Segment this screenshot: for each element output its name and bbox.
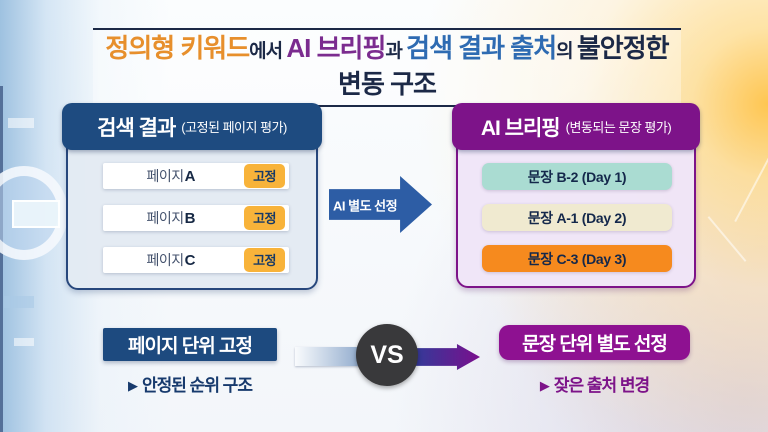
sentence-row-day3: 문장 C-3 (Day 3) — [482, 245, 672, 272]
page-letter: C — [184, 251, 196, 269]
background-lens-circle-decoration — [0, 166, 68, 260]
sentence-row-day1: 문장 B-2 (Day 1) — [482, 163, 672, 190]
title-segment-unstable-structure: 불안정한 변동 구조 — [338, 33, 670, 99]
title-segment-particle: 과 — [385, 41, 407, 62]
page-label: 페이지 — [146, 168, 185, 184]
ai-briefing-subtitle: (변동되는 문장 평가) — [565, 120, 672, 135]
background-pixel-chip — [8, 118, 34, 128]
background-circuit-trace — [734, 153, 768, 223]
triangle-bullet-icon: ▶ — [128, 378, 138, 393]
background-pixel-chip — [14, 338, 34, 346]
fixed-badge: 고정 — [244, 206, 285, 230]
page-label: 페이지 — [146, 252, 185, 268]
search-results-title: 검색 결과 — [97, 116, 176, 140]
ai-briefing-panel: AI 브리핑 (변동되는 문장 평가) 문장 B-2 (Day 1) 문장 A-… — [452, 103, 700, 288]
ai-selection-arrow-icon: AI 별도 선정 — [329, 176, 432, 233]
fixed-badge: 고정 — [244, 248, 285, 272]
gradient-arrow-right-icon — [408, 344, 480, 370]
search-results-header: 검색 결과 (고정된 페이지 평가) — [62, 103, 322, 150]
page-title: 정의형 키워드에서 AI 브리핑과 검색 결과 출처의 불안정한 변동 구조 — [93, 28, 681, 107]
sentence-unit-selection-box: 문장 단위 별도 선정 — [499, 325, 690, 360]
frequent-source-change-text: 잦은 출처 변경 — [553, 376, 650, 395]
title-segment-ai-briefing: AI 브리핑 — [286, 33, 386, 63]
title-segment-keyword: 정의형 키워드 — [105, 33, 250, 63]
fixed-badge: 고정 — [244, 164, 285, 188]
title-segment-search-source: 검색 결과 출처 — [406, 33, 557, 63]
background-pixel-chip — [4, 296, 34, 308]
vs-badge: VS — [356, 324, 418, 386]
page-unit-fixed-box: 페이지 단위 고정 — [103, 328, 277, 361]
ai-briefing-title: AI 브리핑 — [480, 116, 561, 140]
background-left-edge-strip — [0, 86, 3, 432]
stable-ranking-note: ▶ 안정된 순위 구조 — [103, 371, 277, 396]
ai-selection-arrow-label: AI 별도 선정 — [333, 198, 398, 213]
page-letter: A — [184, 167, 196, 185]
title-segment-particle: 에서 — [249, 41, 287, 62]
triangle-bullet-icon: ▶ — [539, 378, 550, 393]
ai-briefing-header: AI 브리핑 (변동되는 문장 평가) — [452, 103, 700, 150]
frequent-source-change-note: ▶잦은 출처 변경 — [499, 371, 690, 396]
gradient-connector-bar — [295, 347, 365, 366]
sentence-row-day2: 문장 A-1 (Day 2) — [482, 204, 672, 231]
stable-ranking-text: 안정된 순위 구조 — [142, 376, 253, 395]
background-lens-rect-decoration — [12, 200, 60, 228]
search-results-subtitle: (고정된 페이지 평가) — [181, 120, 287, 135]
page-label: 페이지 — [146, 210, 185, 226]
title-segment-particle: 의 — [556, 41, 577, 62]
background-circuit-trace — [707, 216, 747, 262]
page-letter: B — [184, 209, 196, 227]
